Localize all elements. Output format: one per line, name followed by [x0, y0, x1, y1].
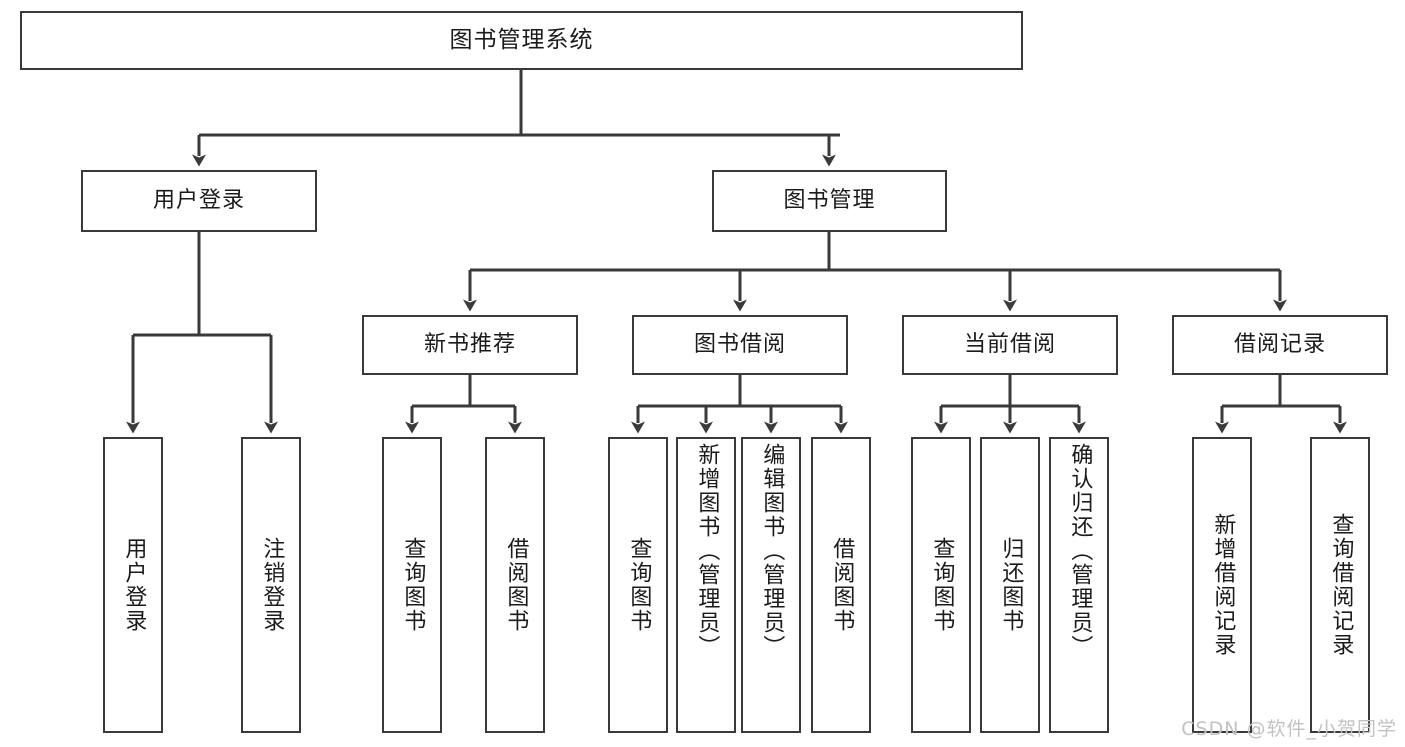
node-label: 借阅图书: [829, 537, 855, 633]
leaf-recommend-borrow-book[interactable]: 借阅图书: [485, 437, 545, 733]
node-user-login[interactable]: 用户登录: [81, 170, 317, 232]
leaf-borrow-edit-book-admin[interactable]: 编辑图书（管理员）: [741, 437, 801, 733]
node-book-management[interactable]: 图书管理: [712, 170, 947, 232]
node-label: 编辑图书（管理员）: [759, 443, 785, 659]
node-label: 确认归还（管理员）: [1067, 443, 1093, 659]
leaf-borrow-query-book[interactable]: 查询图书: [608, 437, 668, 733]
leaf-current-return-book[interactable]: 归还图书: [980, 437, 1040, 733]
csdn-watermark: CSDN @软件_小贺同学: [1181, 718, 1397, 740]
node-label: 借阅记录: [1233, 332, 1326, 358]
node-label: 查询图书: [400, 537, 426, 633]
node-label: 图书借阅: [693, 332, 786, 358]
node-label: 图书管理: [783, 188, 876, 214]
node-borrow-record[interactable]: 借阅记录: [1172, 315, 1388, 375]
leaf-borrow-add-book-admin[interactable]: 新增图书（管理员）: [676, 437, 736, 733]
node-label: 新书推荐: [423, 332, 516, 358]
leaf-recommend-query-book[interactable]: 查询图书: [382, 437, 442, 733]
node-label: 当前借阅: [963, 332, 1056, 358]
leaf-current-confirm-return-admin[interactable]: 确认归还（管理员）: [1049, 437, 1109, 733]
node-root-library-system[interactable]: 图书管理系统: [20, 11, 1023, 70]
leaf-current-query-book[interactable]: 查询图书: [911, 437, 971, 733]
node-label: 借阅图书: [503, 537, 529, 633]
node-label: 查询图书: [626, 537, 652, 633]
node-label: 用户登录: [121, 537, 147, 633]
node-label: 图书管理系统: [449, 26, 594, 53]
node-label: 查询图书: [929, 537, 955, 633]
leaf-user-login-logout[interactable]: 注销登录: [241, 437, 301, 733]
node-label: 查询借阅记录: [1328, 513, 1354, 657]
node-new-book-recommend[interactable]: 新书推荐: [362, 315, 578, 375]
node-label: 新增图书（管理员）: [694, 443, 720, 659]
node-label: 用户登录: [152, 188, 245, 214]
node-label: 注销登录: [259, 537, 285, 633]
node-book-borrow[interactable]: 图书借阅: [632, 315, 848, 375]
node-current-borrow[interactable]: 当前借阅: [902, 315, 1118, 375]
node-label: 新增借阅记录: [1210, 513, 1236, 657]
node-label: 归还图书: [998, 537, 1024, 633]
leaf-user-login-login[interactable]: 用户登录: [103, 437, 163, 733]
leaf-borrow-borrow-book[interactable]: 借阅图书: [811, 437, 871, 733]
leaf-record-add-record[interactable]: 新增借阅记录: [1192, 437, 1252, 733]
leaf-record-query-record[interactable]: 查询借阅记录: [1310, 437, 1370, 733]
